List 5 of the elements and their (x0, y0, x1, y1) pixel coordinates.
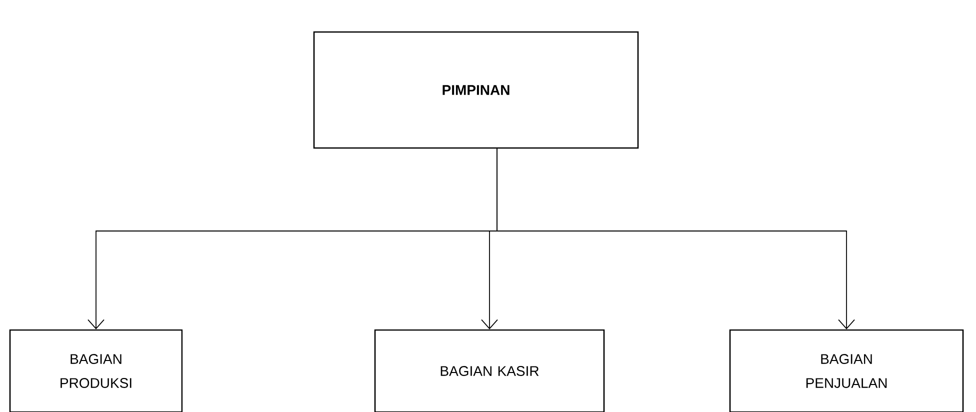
arrow (496, 148, 855, 330)
leader-box: PIMPINAN (313, 31, 639, 149)
unit-box: BAGIAN PENJUALAN (729, 329, 964, 412)
unit-box: BAGIAN KASIR (374, 329, 605, 412)
unit-box: BAGIAN PRODUKSI (9, 329, 183, 412)
